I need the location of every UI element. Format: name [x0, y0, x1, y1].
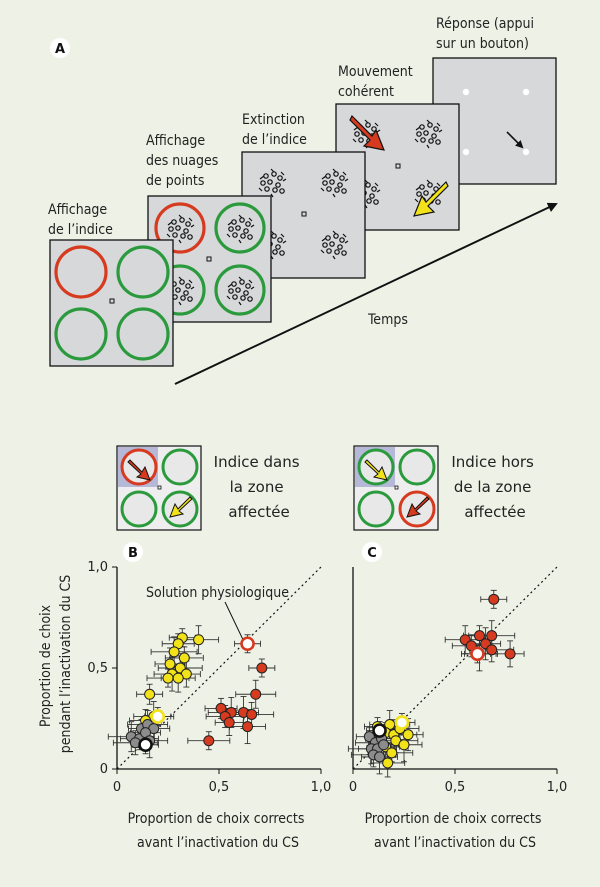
red-motion-arrow-icon: [349, 114, 385, 151]
data-point-red: [246, 708, 258, 720]
data-point-red: [256, 662, 268, 674]
data-point-yellow-open: [394, 715, 410, 730]
panel-a-label: A: [55, 42, 65, 57]
target-dot: [462, 88, 470, 96]
data-point-white-open: [372, 723, 387, 738]
yellow-arrow-icon: [169, 496, 193, 518]
saccade-arrow-icon: [506, 131, 524, 149]
data-point-yellow: [172, 672, 184, 684]
data-point-red: [242, 721, 254, 733]
y-tick-label: 0: [100, 762, 108, 777]
x-tick-label: 0,5: [209, 780, 230, 795]
data-point-white-open: [138, 737, 153, 753]
stage-label-motion: Mouvement cohérent: [338, 64, 417, 100]
chart-b-xlabel: Proportion de choix corrects avant l’ina…: [128, 811, 309, 851]
target-dot: [522, 88, 530, 96]
data-point-red: [486, 644, 498, 656]
legend-in-zone-text: Indice dans la zone affectée: [214, 453, 305, 521]
red-arrow-icon: [127, 459, 151, 481]
chart-b-ylabel: Proportion de choix pendant l’inactivati…: [38, 575, 74, 754]
chart-c: C Proportion de choix corrects avant l’i…: [347, 542, 568, 851]
data-point-red: [250, 688, 262, 700]
data-point-red-open: [240, 636, 255, 652]
stage-label-response: Réponse (appui sur un bouton): [436, 16, 538, 52]
data-point-red: [203, 735, 215, 747]
yellow-motion-arrow-icon: [413, 180, 449, 217]
panel-a-badge: [50, 38, 70, 58]
panel-b-label: B: [128, 546, 138, 561]
data-point-yellow: [178, 652, 190, 664]
time-arrow-icon: [174, 202, 558, 385]
x-tick-label: 0,5: [445, 780, 466, 795]
legend-out-zone: Indice hors de la zone affectée: [353, 445, 538, 531]
data-point-gray: [374, 751, 386, 763]
data-point-yellow: [168, 646, 180, 658]
yellow-arrow-icon: [364, 459, 388, 481]
data-point-yellow: [398, 739, 410, 751]
data-point-yellow: [402, 729, 414, 741]
x-tick-label: 1,0: [547, 780, 568, 795]
annotation-pointer: [224, 601, 244, 639]
x-tick-label: 1,0: [311, 780, 332, 795]
data-point-yellow: [164, 658, 176, 670]
data-point-red: [473, 630, 485, 642]
stage-label-cue: Affichage de l’indice: [48, 202, 113, 238]
y-tick-label: 1,0: [87, 560, 108, 575]
data-point-red: [486, 630, 498, 642]
y-tick-label: 0,5: [87, 661, 108, 676]
data-point-red: [488, 593, 500, 605]
stage-label-cue-off: Extinction de l’indice: [242, 112, 309, 148]
red-arrow-icon: [406, 496, 430, 518]
stage-label-clouds: Affichage des nuages de points: [146, 133, 222, 189]
data-point-yellow: [382, 757, 394, 769]
data-point-yellow: [193, 634, 205, 646]
data-point-yellow: [144, 688, 156, 700]
time-label: Temps: [367, 312, 408, 328]
legend-in-zone: Indice dans la zone affectée: [116, 445, 305, 531]
x-tick-label: 0: [113, 780, 121, 795]
data-point-yellow-open: [150, 709, 166, 724]
data-point-yellow: [386, 747, 398, 759]
chart-b: B Proportion de choix pendant l’inactiva…: [38, 542, 331, 851]
panel-c-label: C: [367, 546, 377, 561]
panel-a: A: [48, 16, 558, 385]
x-tick-label: 0: [349, 780, 357, 795]
chart-c-xlabel: Proportion de choix corrects avant l’ina…: [365, 811, 546, 851]
data-point-red: [223, 717, 235, 729]
chart-b-annotation: Solution physiologique: [146, 585, 289, 601]
data-point-gray: [378, 739, 390, 751]
target-dot: [522, 148, 530, 156]
target-dot: [462, 148, 470, 156]
data-point-red-open: [470, 646, 485, 662]
data-point-red: [504, 648, 516, 660]
screen-cue: [49, 239, 174, 367]
data-point-yellow: [162, 672, 174, 684]
legend-out-zone-text: Indice hors de la zone affectée: [451, 453, 538, 521]
